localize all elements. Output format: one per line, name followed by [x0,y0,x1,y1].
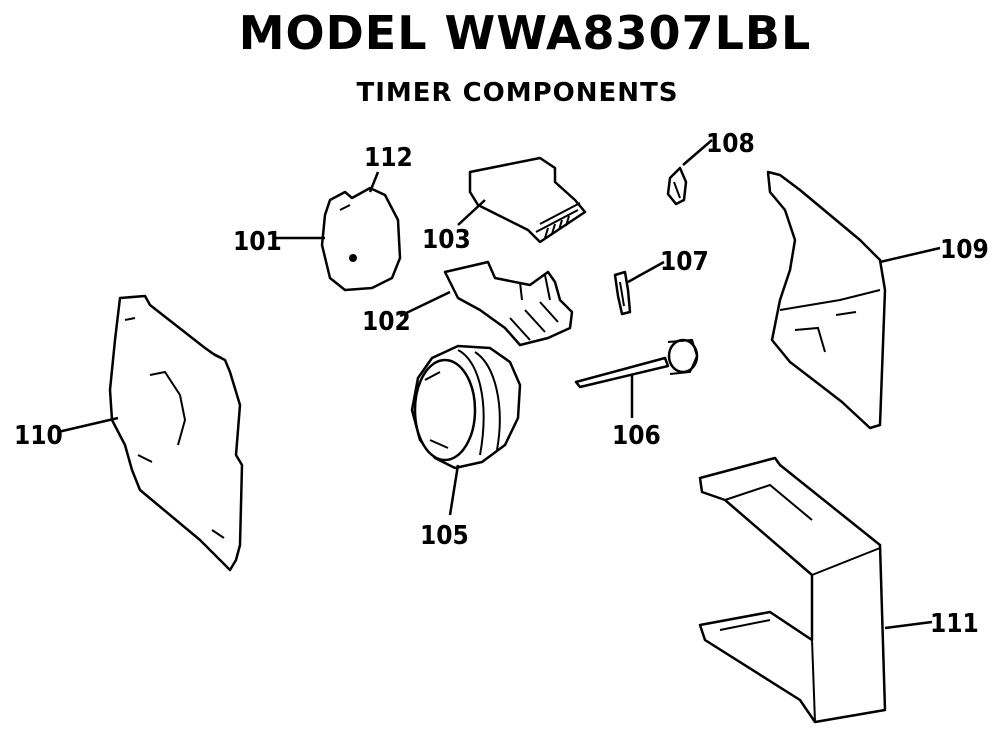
label-108: 108 [706,129,755,159]
label-101: 101 [233,227,282,257]
diagram-title: MODEL WWA8307LBL [238,6,812,60]
leader-108 [682,139,713,166]
label-105: 105 [420,521,469,551]
label-111: 111 [930,609,979,639]
part-103-terminal-block [468,156,587,244]
part-110-mounting-plate [108,294,244,572]
part-108-clip [666,166,688,206]
part-111-housing [698,456,887,724]
part-106-timer-shaft [574,338,699,389]
leader-103 [457,199,486,226]
label-102: 102 [362,307,411,337]
leader-102 [399,290,451,318]
part-107-spring [613,270,632,316]
part-109-bracket [766,170,887,430]
part-102-switch-contacts [443,260,574,347]
leader-112 [368,171,380,193]
leader-110 [57,416,119,434]
leader-109 [879,246,941,264]
part-105-timer-motor [410,344,522,470]
leader-105 [448,464,460,516]
label-107: 107 [660,247,709,277]
part-101-dial-plate [320,186,402,292]
label-110: 110 [14,421,63,451]
label-109: 109 [940,235,989,265]
leader-111 [884,620,933,630]
label-103: 103 [422,225,471,255]
label-112: 112 [364,143,413,173]
leader-107 [627,260,665,284]
label-106: 106 [612,421,661,451]
diagram-subtitle: TIMER COMPONENTS [356,78,679,108]
